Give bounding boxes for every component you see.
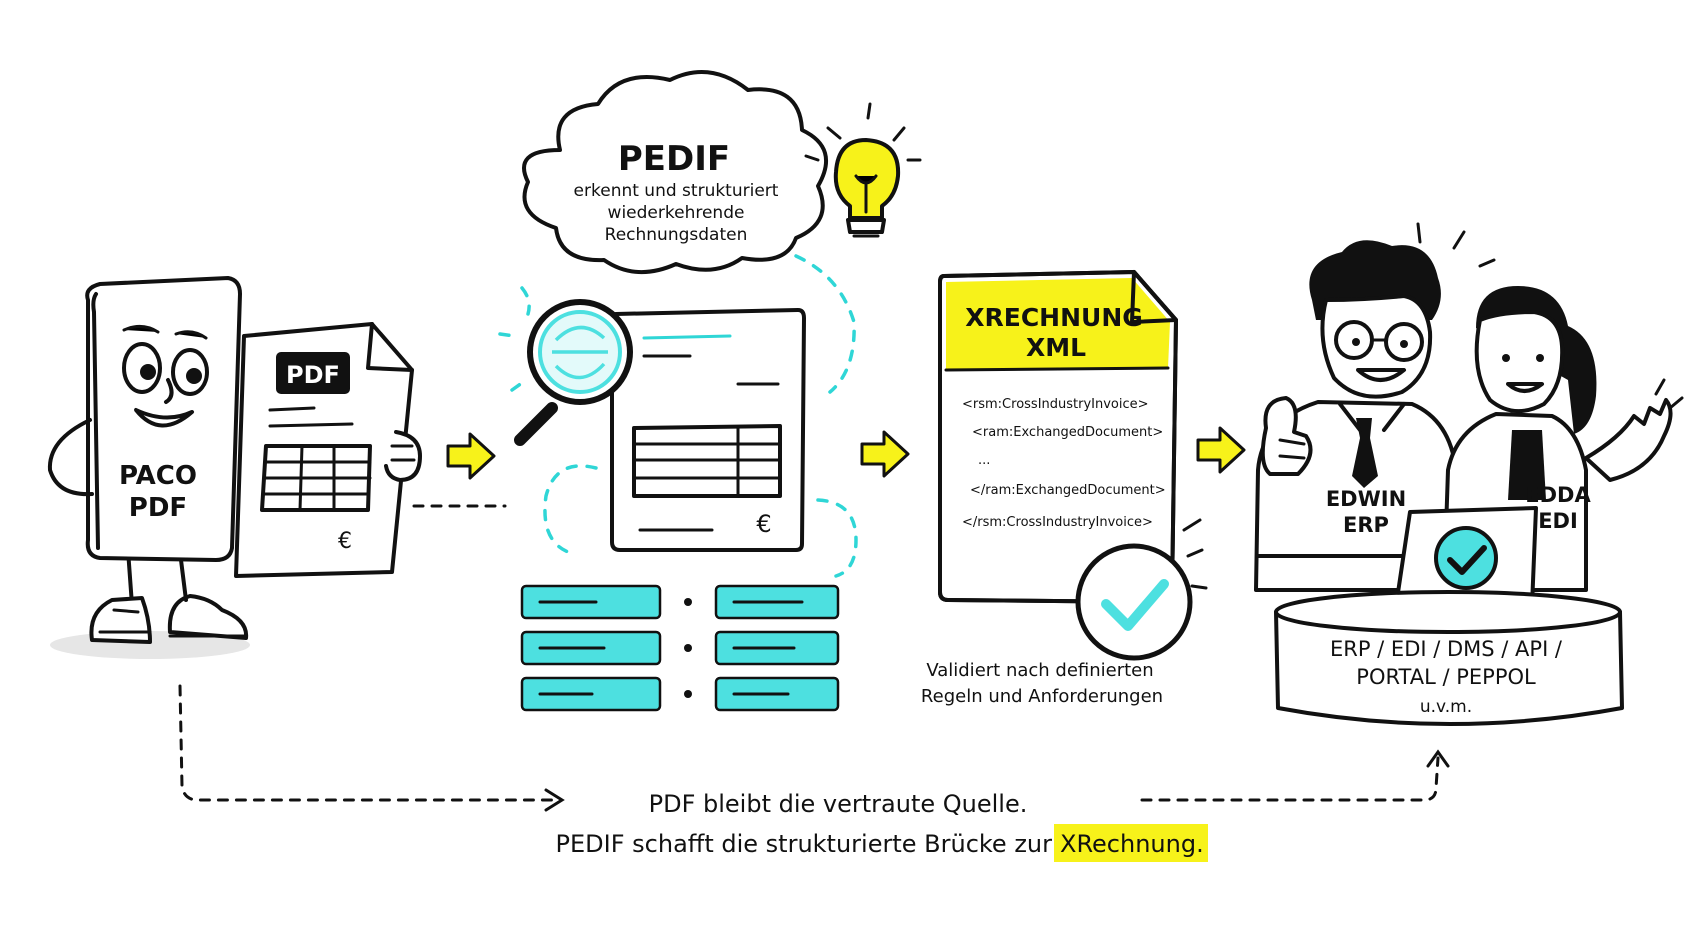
paco-name-line1: PACO (119, 461, 197, 491)
xml-line-1: <rsm:CrossIndustryInvoice> (962, 397, 1149, 412)
pedif-title: PEDIF (618, 139, 730, 179)
structured-invoice: € (610, 308, 806, 552)
right-shoe-icon (167, 594, 249, 640)
bottom-flow-left (178, 684, 558, 802)
pedif-desc-line3: Rechnungsdaten (605, 225, 748, 245)
xml-line-2: <ram:ExchangedDocument> (972, 425, 1163, 440)
pdf-badge-label: PDF (286, 361, 340, 389)
cyan-dash-4 (498, 286, 531, 392)
caption-line2-prefix: PEDIF schafft die strukturierte Brücke z… (556, 830, 1053, 858)
edda-edi-character: EDDA EDI (1442, 286, 1684, 592)
paco-pdf-character: PACO PDF PDF € (47, 276, 422, 659)
left-shoe-icon (89, 596, 152, 644)
caption-line2-highlight: XRechnung. (1060, 830, 1204, 858)
xrechnung-document: XRECHNUNG XML <rsm:CrossIndustryInvoice>… (938, 270, 1178, 604)
pdf-document: PDF € (234, 322, 414, 578)
arrow-head-icon (544, 788, 565, 812)
systems-line3: u.v.m. (1420, 697, 1472, 717)
cyan-dash-3 (816, 498, 858, 578)
edda-line1: EDDA (1525, 483, 1591, 507)
xml-line-5: </rsm:CrossIndustryInvoice> (962, 515, 1153, 530)
pdf-badge (276, 352, 350, 394)
light-bulb-icon (804, 102, 922, 238)
structured-data-chips (520, 584, 840, 712)
edwin-line1: EDWIN (1326, 487, 1406, 511)
arrow-right-icon (1196, 426, 1246, 474)
pdf-currency: € (338, 529, 352, 554)
pedif-desc-line1: erkennt und strukturiert (574, 181, 779, 201)
magnifier-icon (514, 299, 633, 446)
invoice-currency: € (756, 510, 771, 538)
arrow-head-icon (1426, 749, 1450, 768)
systems-platform: ERP / EDI / DMS / API / PORTAL / PEPPOL … (1274, 590, 1624, 726)
pedif-desc-line2: wiederkehrende (608, 203, 745, 223)
arrow-right-icon (860, 430, 910, 478)
arrow-right-icon (446, 432, 496, 480)
edda-line2: EDI (1538, 509, 1578, 533)
validation-line1: Validiert nach definierten (926, 660, 1153, 681)
xrechnung-title-line2: XML (1026, 333, 1086, 362)
edwin-line2: ERP (1343, 513, 1389, 537)
xml-line-3: ... (978, 453, 990, 468)
validation-line2: Regeln und Anforderungen (921, 686, 1163, 707)
validation-check-icon (1075, 518, 1208, 661)
bottom-flow-right (1140, 756, 1440, 802)
systems-line1: ERP / EDI / DMS / API / (1330, 637, 1563, 661)
caption-line1: PDF bleibt die vertraute Quelle. (649, 790, 1028, 818)
systems-line2: PORTAL / PEPPOL (1356, 665, 1536, 689)
cyan-dash-1 (794, 254, 856, 394)
xml-line-4: </ram:ExchangedDocument> (970, 483, 1166, 498)
highlight-marker (1054, 824, 1208, 862)
pedif-cloud: PEDIF erkennt und strukturiert wiederkeh… (522, 70, 828, 275)
paco-name-line2: PDF (129, 493, 187, 523)
cyan-dash-2 (543, 464, 598, 554)
xrechnung-title-line1: XRECHNUNG (965, 303, 1143, 332)
